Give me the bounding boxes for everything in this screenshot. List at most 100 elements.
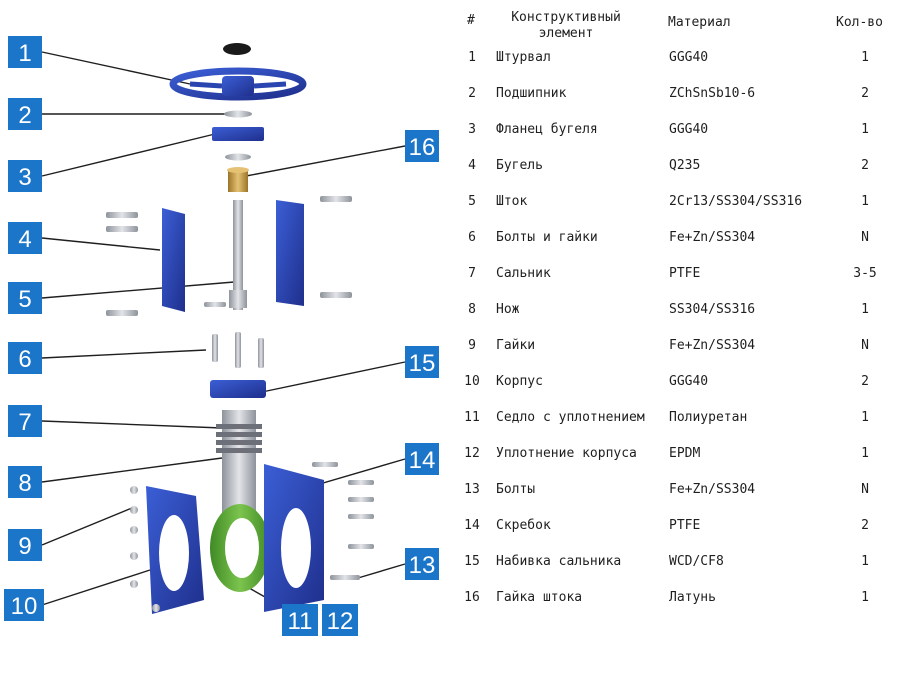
row-qty: 1 [861, 446, 869, 461]
svg-text:2: 2 [18, 102, 31, 129]
row-material: SS304/SS316 [669, 302, 756, 317]
row-element: Уплотнение корпуса [496, 446, 637, 461]
row-qty: 2 [861, 374, 869, 389]
row-num: 16 [464, 590, 480, 605]
row-qty: 2 [861, 86, 869, 101]
row-material: Латунь [669, 590, 716, 605]
row-material: Fe+Zn/SS304 [669, 482, 756, 497]
header-element-line2: элемент [538, 26, 594, 41]
callout-5: 5 [8, 282, 42, 314]
row-material: WCD/CF8 [669, 554, 724, 569]
svg-text:6: 6 [18, 346, 31, 373]
row-element: Болты [496, 482, 536, 497]
svg-text:4: 4 [18, 226, 31, 253]
header-num: # [467, 13, 475, 28]
svg-text:1: 1 [18, 40, 31, 67]
svg-text:14: 14 [409, 447, 436, 474]
callout-9: 9 [8, 529, 42, 561]
header-qty: Кол-во [836, 15, 883, 30]
handwheel-part [169, 67, 307, 101]
callout-1: 1 [8, 36, 42, 68]
row-material: ZChSnSb10-6 [669, 86, 756, 101]
svg-text:3: 3 [18, 164, 31, 191]
row-num: 13 [464, 482, 480, 497]
parts-table: # Конструктивный элемент Материал Кол-во… [440, 0, 900, 675]
row-element: Штурвал [496, 50, 551, 65]
row-element: Болты и гайки [496, 230, 598, 245]
body-right-part [264, 464, 324, 612]
header-element-line1: Конструктивный [511, 10, 621, 25]
row-num: 5 [468, 194, 476, 209]
row-qty: 1 [861, 302, 869, 317]
svg-text:15: 15 [409, 350, 436, 377]
row-qty: 1 [861, 410, 869, 425]
row-qty: 1 [861, 122, 869, 137]
callout-13: 13 [405, 548, 439, 580]
cap-part [223, 43, 251, 55]
stem-part [229, 200, 247, 310]
svg-text:7: 7 [18, 409, 31, 436]
callout-16: 16 [405, 130, 439, 162]
table-row: 2 Подшипник ZChSnSb10-6 2 [440, 86, 900, 122]
row-element: Скребок [496, 518, 551, 533]
seat-with-seal-part [210, 504, 270, 592]
callout-7: 7 [8, 405, 42, 437]
row-qty: 1 [861, 554, 869, 569]
row-num: 11 [464, 410, 480, 425]
yoke-left-part [162, 208, 185, 312]
table-row: 12 Уплотнение корпуса EPDM 1 [440, 446, 900, 482]
row-material: EPDM [669, 446, 701, 461]
callout-8: 8 [8, 466, 42, 498]
row-qty: N [861, 482, 869, 497]
row-element: Бугель [496, 158, 543, 173]
row-element: Нож [496, 302, 520, 317]
row-element: Фланец бугеля [496, 122, 598, 137]
svg-text:16: 16 [409, 134, 436, 161]
row-num: 10 [464, 374, 480, 389]
row-num: 2 [468, 86, 476, 101]
yoke-right-part [276, 200, 304, 306]
row-num: 9 [468, 338, 476, 353]
row-qty: 2 [861, 158, 869, 173]
row-material: PTFE [669, 266, 701, 281]
row-num: 15 [464, 554, 480, 569]
row-element: Сальник [496, 266, 551, 281]
row-material: 2Cr13/SS304/SS316 [669, 194, 803, 209]
row-num: 1 [468, 50, 476, 65]
row-num: 12 [464, 446, 480, 461]
row-material: GGG40 [669, 50, 709, 65]
row-qty: 1 [861, 50, 869, 65]
svg-text:9: 9 [18, 533, 31, 560]
table-row: 13 Болты Fe+Zn/SS304 N [440, 482, 900, 518]
callout-2: 2 [8, 98, 42, 130]
row-element: Набивка сальника [496, 554, 622, 569]
bolts-and-nuts-part [212, 332, 264, 368]
exploded-valve-diagram: 1 2 3 4 5 6 7 8 9 10 11 12 13 14 15 16 [4, 36, 439, 636]
knife-part [216, 410, 262, 520]
row-num: 3 [468, 122, 476, 137]
stem-nut-part [227, 167, 249, 192]
row-num: 6 [468, 230, 476, 245]
table-row: 1 Штурвал GGG40 1 [440, 50, 900, 86]
row-num: 4 [468, 158, 476, 173]
row-material: Fe+Zn/SS304 [669, 338, 756, 353]
row-element: Подшипник [496, 86, 567, 101]
yoke-bolts [106, 196, 352, 316]
callout-6: 6 [8, 342, 42, 374]
row-element: Седло с уплотнением [496, 410, 645, 425]
header-material: Материал [668, 15, 731, 30]
callout-12: 12 [322, 604, 358, 636]
nuts-part [130, 486, 160, 612]
table-row: 15 Набивка сальника WCD/CF8 1 [440, 554, 900, 590]
callout-15: 15 [405, 346, 439, 378]
row-material: Fe+Zn/SS304 [669, 230, 756, 245]
gland-packing-part [210, 380, 266, 398]
